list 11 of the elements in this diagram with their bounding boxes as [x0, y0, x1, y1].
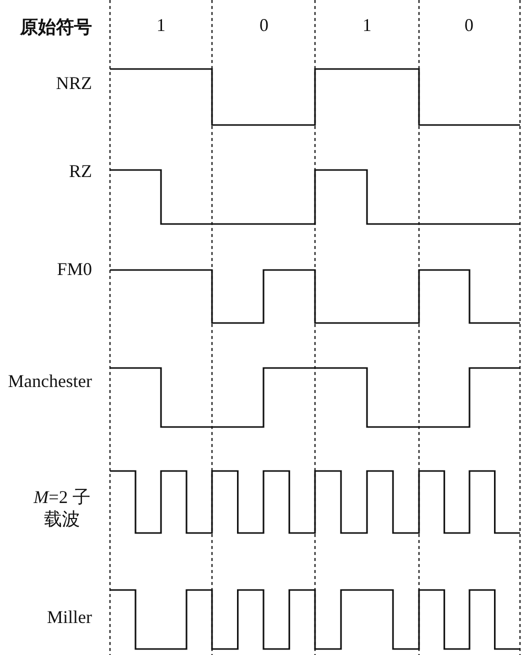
bit-value: 1 — [156, 14, 166, 36]
row-label: FM0 — [57, 258, 92, 280]
bit-value: 1 — [362, 14, 372, 36]
row-label: RZ — [69, 160, 92, 182]
row-heading: 原始符号 — [20, 16, 92, 38]
bit-value: 0 — [260, 14, 268, 36]
bit-value: 0 — [464, 14, 474, 36]
row-label: NRZ — [56, 72, 92, 94]
row-label: Miller — [47, 606, 92, 628]
row-label: M=2 子载波 — [32, 486, 92, 530]
row-label: Manchester — [8, 370, 92, 392]
